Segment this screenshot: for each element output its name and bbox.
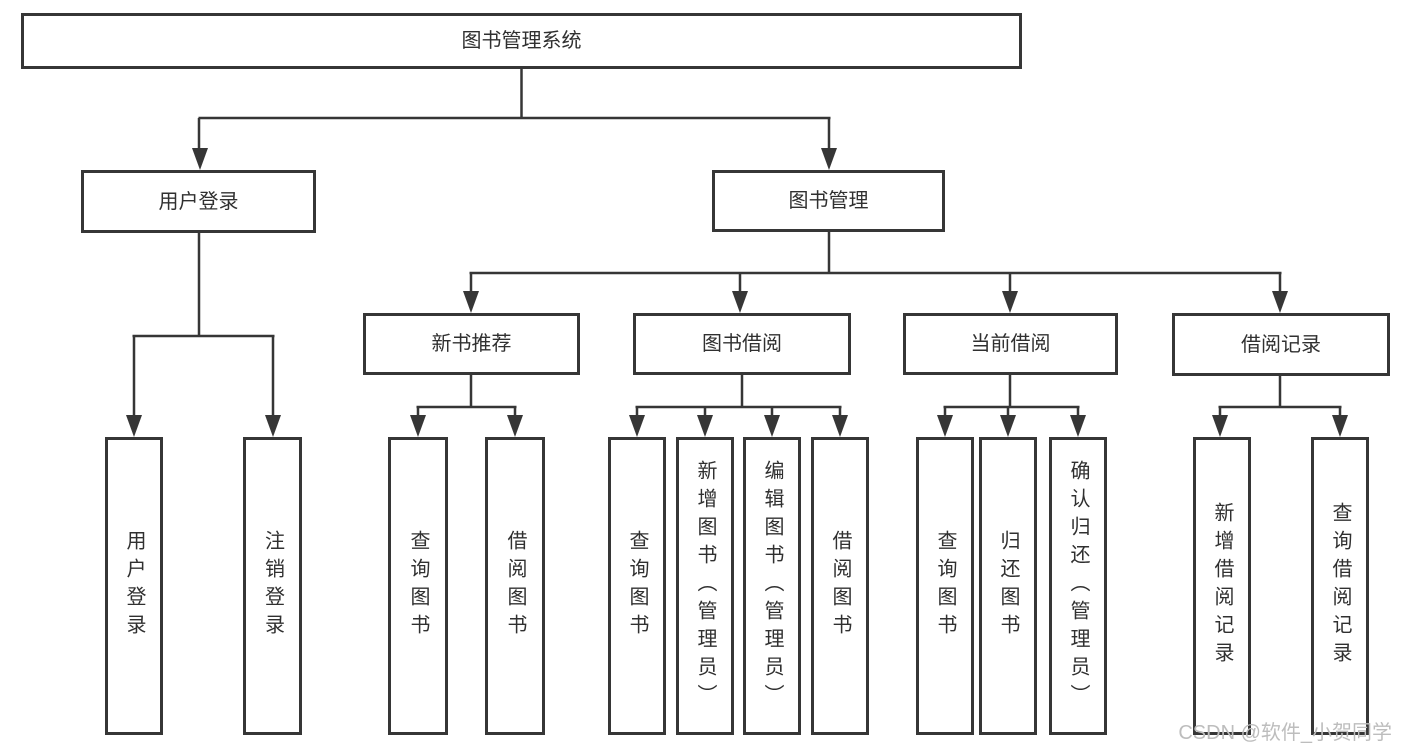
node-leaf-query-borrow-record: 查询借阅记录 <box>1311 437 1369 735</box>
node-leaf-return-book: 归还图书 <box>979 437 1037 735</box>
node-new-book-recommend: 新书推荐 <box>363 313 580 375</box>
node-book-management: 图书管理 <box>712 170 945 232</box>
node-leaf-query-books-borrow: 查询图书 <box>608 437 666 735</box>
node-label: 新书推荐 <box>431 333 512 355</box>
node-leaf-user-login: 用户登录 <box>105 437 163 735</box>
node-leaf-add-borrow-record: 新增借阅记录 <box>1193 437 1251 735</box>
node-label: 用户登录 <box>158 190 239 213</box>
node-leaf-edit-book-admin: 编辑图书（管理员） <box>743 437 801 735</box>
node-leaf-query-books-newbook: 查询图书 <box>388 437 448 735</box>
node-label: 编辑图书（管理员） <box>761 460 783 712</box>
node-current-borrow: 当前借阅 <box>903 313 1118 375</box>
csdn-watermark: CSDN @软件_小贺同学 <box>1178 722 1392 744</box>
node-leaf-logout: 注销登录 <box>243 437 302 735</box>
node-label: 确认归还（管理员） <box>1067 460 1089 712</box>
node-label: 图书管理系统 <box>461 30 582 52</box>
node-label: 借阅记录 <box>1241 333 1321 356</box>
node-leaf-confirm-return-admin: 确认归还（管理员） <box>1049 437 1107 735</box>
node-label: 当前借阅 <box>970 333 1051 355</box>
node-label: 图书借阅 <box>702 333 782 355</box>
node-label: 查询借阅记录 <box>1329 502 1351 670</box>
node-label: 查询图书 <box>934 530 956 642</box>
node-library-system: 图书管理系统 <box>21 13 1022 69</box>
node-label: 查询图书 <box>626 530 648 642</box>
node-label: 借阅图书 <box>504 530 526 642</box>
node-borrow-records: 借阅记录 <box>1172 313 1390 376</box>
node-label: 查询图书 <box>407 530 429 642</box>
node-book-borrow: 图书借阅 <box>633 313 851 375</box>
node-leaf-add-book-admin: 新增图书（管理员） <box>676 437 734 735</box>
node-label: 新增借阅记录 <box>1211 502 1233 670</box>
node-leaf-query-books-current: 查询图书 <box>916 437 974 735</box>
node-user-login: 用户登录 <box>81 170 316 233</box>
node-leaf-borrow-books: 借阅图书 <box>811 437 869 735</box>
arrowheads <box>126 148 1348 437</box>
node-label: 注销登录 <box>261 530 284 642</box>
node-label: 新增图书（管理员） <box>694 460 716 712</box>
node-label: 归还图书 <box>997 530 1019 642</box>
node-label: 借阅图书 <box>829 530 851 642</box>
node-label: 用户登录 <box>123 530 145 642</box>
node-label: 图书管理 <box>788 190 869 212</box>
node-leaf-borrow-books-newbook: 借阅图书 <box>485 437 545 735</box>
